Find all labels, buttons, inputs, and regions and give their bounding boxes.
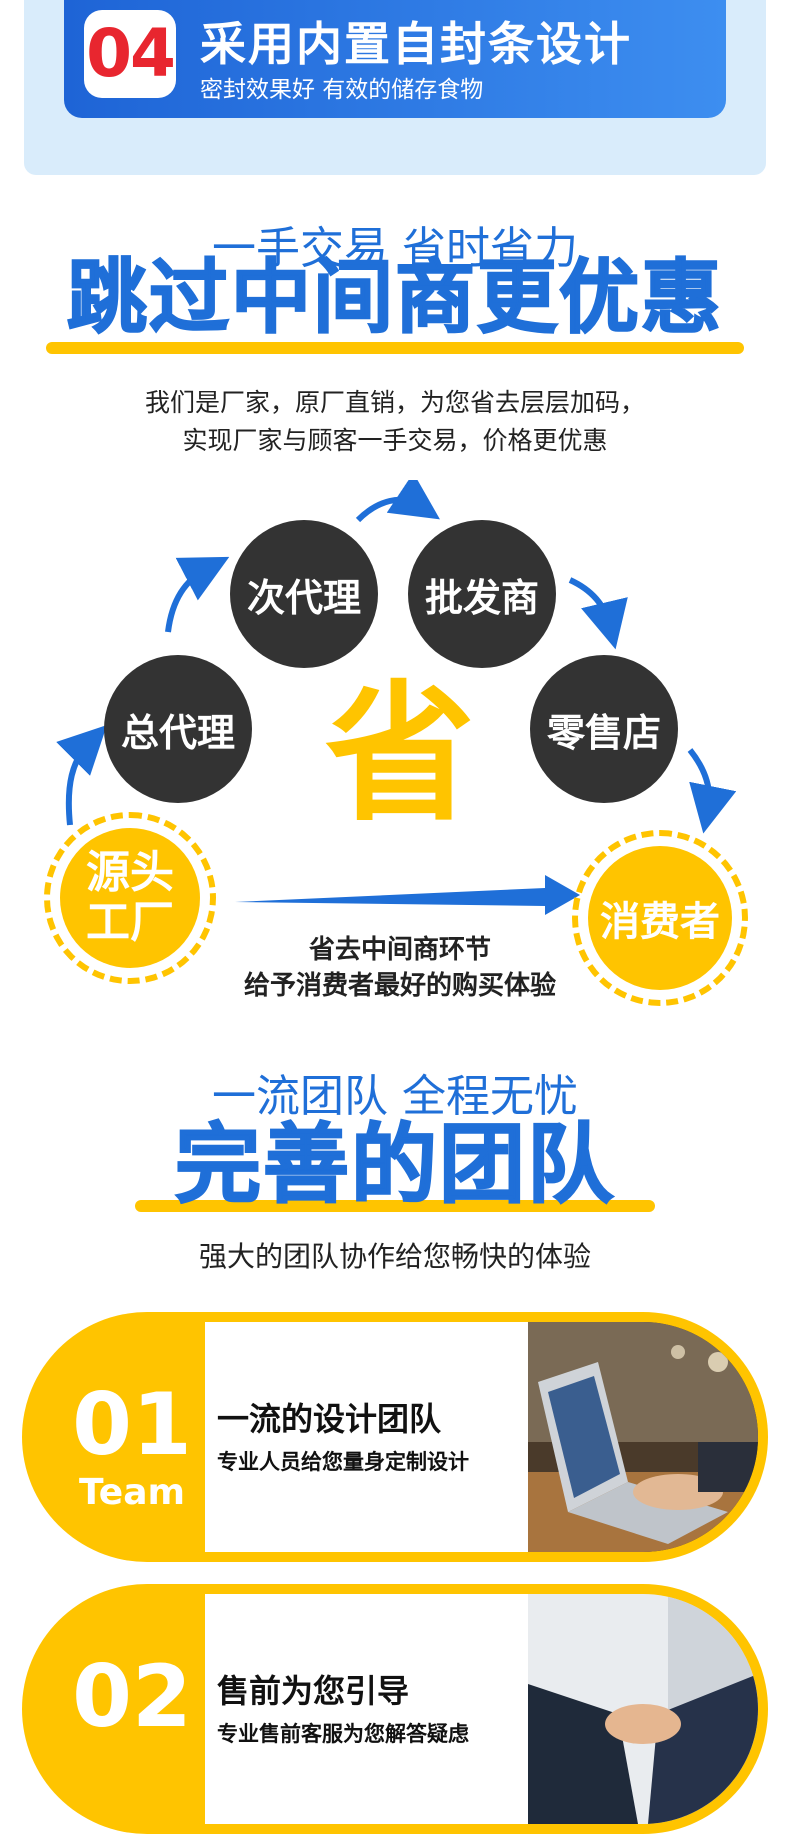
general-agent-node: 总代理 [104, 655, 252, 803]
arrow-source-to-general [56, 725, 107, 826]
diagram-note-line-2: 给予消费者最好的购买体验 [243, 971, 556, 1001]
arrow-factory-to-consumer [235, 875, 580, 915]
arrow-wholesaler-to-retailer [568, 577, 628, 650]
laptop-typing-photo [528, 1322, 758, 1552]
diagram-note-line-1: 省去中间商环节 [308, 935, 491, 965]
card-01-title: 一流的设计团队 [217, 1400, 442, 1438]
feature-subtitle: 密封效果好 有效的储存食物 [200, 77, 484, 103]
sub-agent-label: 次代理 [246, 575, 361, 620]
wholesaler-label: 批发商 [424, 575, 539, 620]
source-label-line-1: 源头 [86, 847, 174, 898]
arrow-retailer-to-consumer [687, 748, 737, 834]
feature-title: 采用内置自封条设计 [200, 17, 632, 71]
team-headline-wrap: 完善的团队 [0, 1115, 790, 1215]
consumer-node: 消费者 [572, 830, 748, 1006]
wholesaler-node: 批发商 [408, 520, 556, 668]
laptop-photo-illustration [528, 1322, 758, 1552]
description-line-2: 实现厂家与顾客一手交易，价格更优惠 [182, 426, 608, 455]
retailer-label: 零售店 [546, 710, 661, 755]
headline-underline-bar [46, 342, 744, 354]
description-line-1: 我们是厂家，原厂直销，为您省去层层加码， [144, 388, 645, 417]
team-description: 强大的团队协作给您畅快的体验 [198, 1240, 591, 1273]
badge-number: 04 [86, 15, 176, 92]
consumer-label: 消费者 [600, 899, 720, 945]
direct-sales-description: 我们是厂家，原厂直销，为您省去层层加码， 实现厂家与顾客一手交易，价格更优惠 [0, 384, 790, 460]
arrow-sub-to-wholesaler [355, 480, 440, 523]
supply-chain-arrows [56, 480, 737, 915]
source-factory-node: 源头 工厂 [44, 812, 216, 984]
general-agent-label: 总代理 [120, 710, 235, 755]
diagram-note: 省去中间商环节 给予消费者最好的购买体验 [190, 932, 610, 1004]
team-card-02: 02 售前为您引导 专业售前客服为您解答疑虑 [22, 1584, 768, 1834]
feature-number-badge: 04 [84, 10, 176, 98]
team-headline: 完善的团队 [174, 1115, 615, 1215]
card-02-number: 02 [72, 1647, 192, 1747]
sub-agent-node: 次代理 [230, 520, 378, 668]
card-02-subtitle: 专业售前客服为您解答疑虑 [217, 1722, 469, 1746]
save-center-character: 省 [324, 668, 475, 842]
card-01-text-panel [205, 1322, 528, 1552]
direct-sales-slogan: 一手交易 省时省力 [212, 223, 578, 274]
team-headline-underline-bar [135, 1200, 655, 1212]
card-02-title: 售前为您引导 [217, 1672, 410, 1710]
handshake-photo-illustration [528, 1594, 758, 1824]
source-label-line-2: 工厂 [86, 897, 174, 948]
retailer-node: 零售店 [530, 655, 678, 803]
team-card-01: 01 Team 一流的设计团队 专业人员给您量身定制设计 [22, 1312, 768, 1562]
card-01-subtitle: 专业人员给您量身定制设计 [217, 1450, 469, 1474]
handshake-photo [528, 1594, 758, 1824]
direct-sales-headline: 跳过中间商更优惠 [66, 251, 723, 344]
direct-sales-headline-wrap: 跳过中间商更优惠 [0, 251, 790, 354]
card-01-number: 01 [72, 1375, 192, 1475]
team-slogan: 一流团队 全程无忧 [212, 1071, 578, 1122]
card-01-tag: Team [79, 1472, 185, 1513]
arrow-general-to-sub [165, 556, 230, 633]
